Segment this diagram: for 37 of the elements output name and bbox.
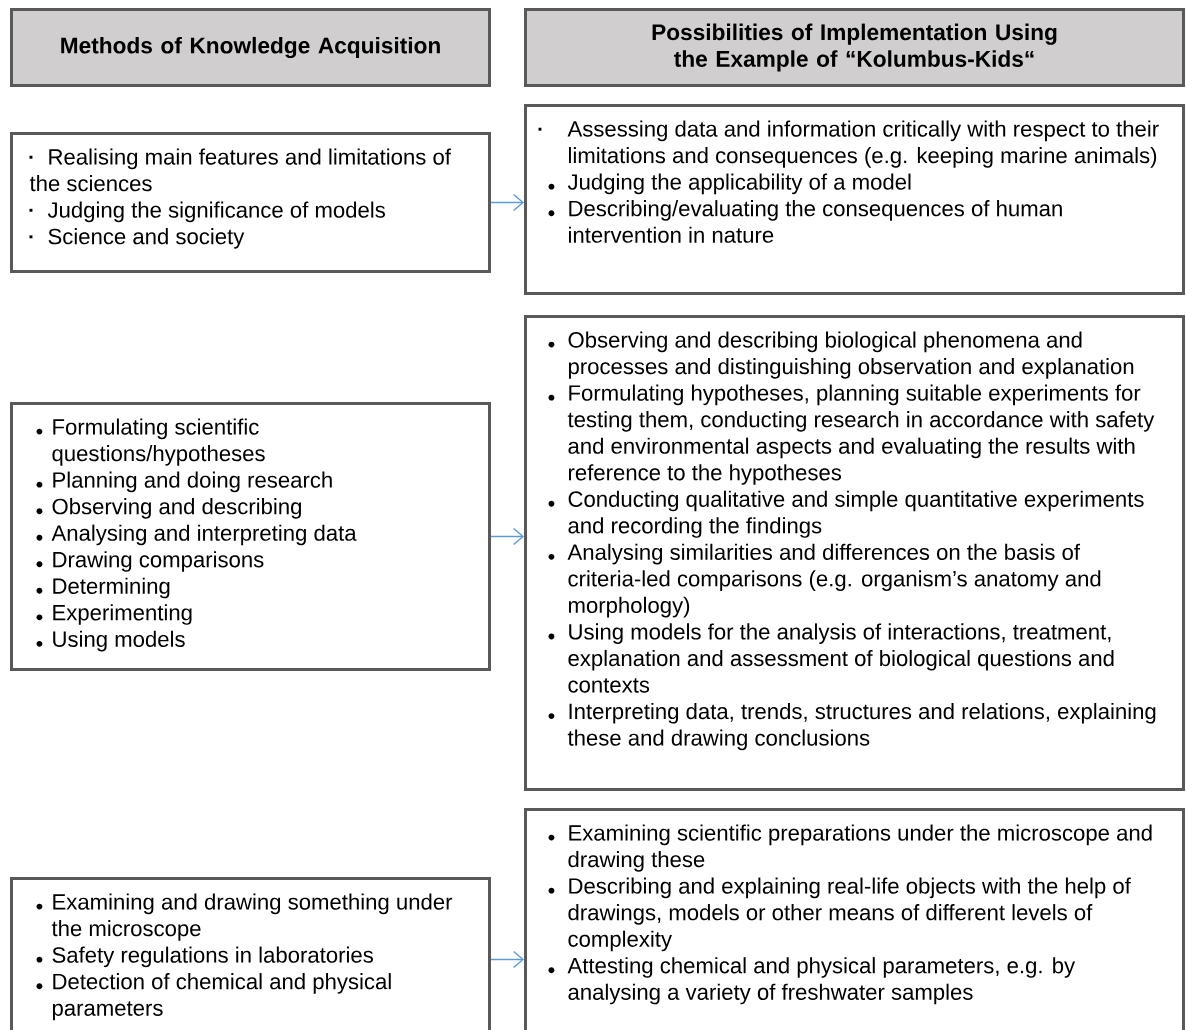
text-box — [10, 877, 491, 1030]
text-box — [524, 315, 1185, 791]
list-item: Determining — [36, 577, 170, 599]
list-item: Observing and describing biological phenomena and processes and distinguishing observation and explanation — [548, 331, 1134, 379]
arrow — [490, 950, 524, 969]
list-item: Analysing similarities and differences on the basis of criteria-led comparisons (e.g. organism’s anatomy and morphology) — [548, 543, 1101, 618]
list-item: Detection of chemical and physical parameters — [36, 973, 391, 1021]
header-box: Methods of Knowledge Acquisition — [10, 8, 491, 87]
list-item: Describing and explaining real-life objects with the help of drawings, models or other means of different levels of complexity — [548, 877, 1131, 952]
list-item: Formulating scientific questions/hypotheses — [36, 418, 265, 466]
list-item: Formulating hypotheses, planning suitable experiments for testing them, conducting research in accordance with safety and environmental aspects and evaluating the results with reference to the hypotheses — [548, 384, 1155, 485]
text-box — [10, 402, 491, 671]
text-box — [524, 808, 1185, 1030]
header-box: Possibilities of Implementation Using the Example of “Kolumbus-Kids“ — [524, 8, 1185, 87]
text-box — [524, 104, 1185, 295]
list-item: Observing and describing — [36, 498, 301, 519]
arrow — [490, 527, 524, 546]
list-item: Science and society — [29, 228, 245, 249]
list-item: Drawing comparisons — [36, 551, 264, 572]
list-item: Attesting chemical and physical parameters, e.g. by analysing a variety of freshwater samples — [548, 957, 1076, 1005]
list-item: Safety regulations in laboratories — [36, 946, 373, 968]
list-item: Planning and doing research — [36, 471, 332, 493]
text-box — [10, 132, 491, 273]
list-item: Conducting qualitative and simple quantitative experiments and recording the findings — [548, 490, 1144, 538]
list-item: Experimenting — [36, 604, 192, 625]
list-item: Using models — [36, 630, 185, 652]
list-item: Examining and drawing something under the microscope — [36, 893, 453, 941]
list-item: Interpreting data, trends, structures and relations, explaining these and drawing conclusions — [548, 702, 1156, 751]
list-item: Describing/evaluating the consequences of human intervention in nature — [548, 200, 1062, 243]
list-item: Analysing and interpreting data — [36, 524, 357, 546]
list-item: Examining scientific preparations under the microscope and drawing these — [548, 824, 1152, 872]
list-item: Realising main features and limitations of the sciences — [29, 148, 451, 192]
list-item: Using models for the analysis of interactions, treatment, explanation and assessment of biological questions and contexts — [548, 623, 1114, 693]
list-item: Judging the significance of models — [29, 201, 385, 223]
list-item: Assessing data and information critically with respect to their limitations and consequences (e.g. keeping marine animals) — [538, 120, 1159, 168]
list-item: Judging the applicability of a model — [548, 173, 911, 195]
arrow — [490, 193, 524, 212]
